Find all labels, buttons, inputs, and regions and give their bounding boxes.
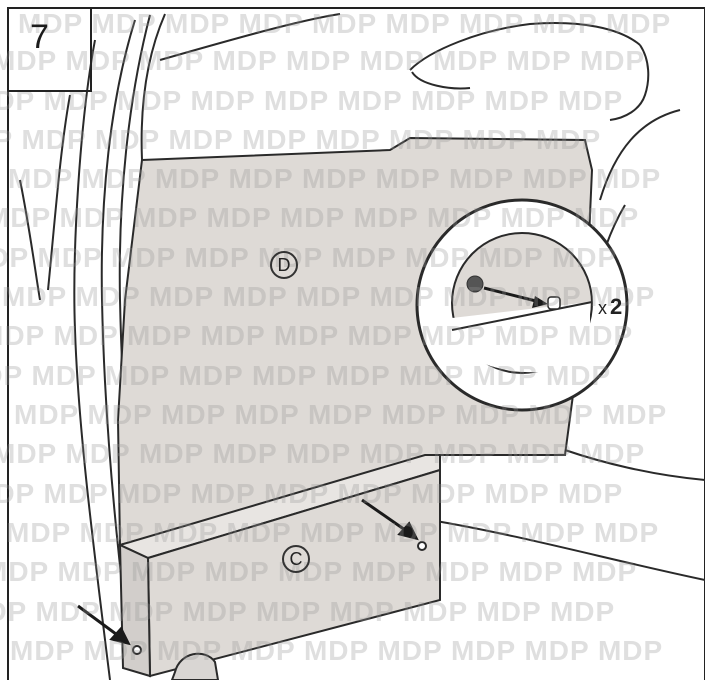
- panel-c-box: [117, 454, 441, 678]
- body-contours: [149, 13, 705, 673]
- quantity-value: 2: [610, 294, 623, 319]
- panel-c-label-text: C: [289, 548, 303, 569]
- detail-callout: [415, 198, 629, 412]
- screw-hole-right: [417, 541, 427, 551]
- screw-hole-left: [132, 645, 142, 655]
- floor-bump: [170, 652, 220, 680]
- panel-d-label-text: D: [277, 254, 291, 275]
- figure-frame: [7, 7, 705, 680]
- step-number: 7: [30, 18, 49, 56]
- clip-dot: [466, 275, 484, 293]
- panel-d-label: D: [270, 251, 298, 279]
- clip-hole: [547, 296, 561, 310]
- screw-arrows: [77, 498, 419, 646]
- step-number-box: 7: [8, 8, 92, 92]
- panel-c-label: C: [282, 545, 310, 573]
- quantity-prefix: x: [598, 298, 607, 318]
